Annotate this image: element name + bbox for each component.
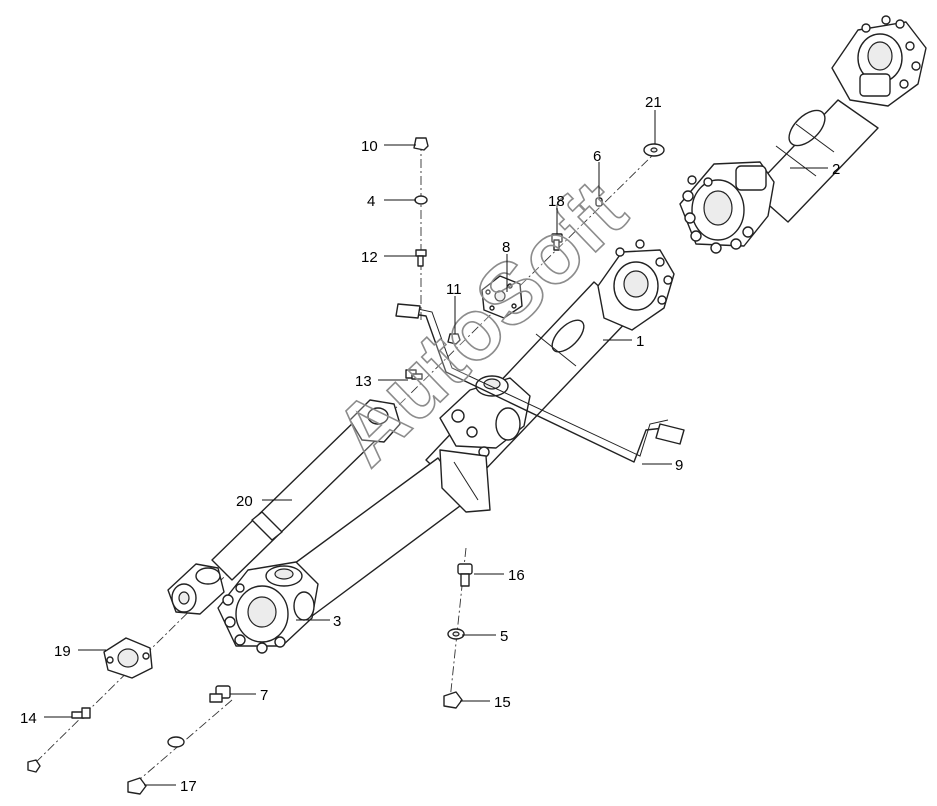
part-2-propeller-shaft <box>679 15 927 254</box>
callout-1: 1 <box>636 333 644 350</box>
part-9-bracket <box>395 303 685 463</box>
callout-20: 20 <box>236 493 253 510</box>
part-1-propeller-shaft <box>425 239 675 495</box>
callout-8: 8 <box>502 239 510 256</box>
callout-18: 18 <box>548 193 565 210</box>
callout-19: 19 <box>54 643 71 660</box>
callout-11: 11 <box>446 281 462 298</box>
callout-9: 9 <box>675 457 683 474</box>
callout-7: 7 <box>260 687 268 704</box>
callout-13: 13 <box>355 373 372 390</box>
callout-3: 3 <box>333 613 341 630</box>
part-3-propeller-shaft <box>217 449 491 654</box>
hardware-parts <box>27 137 665 795</box>
callout-17: 17 <box>180 778 197 795</box>
callout-21: 21 <box>645 94 662 111</box>
callout-10: 10 <box>361 138 378 155</box>
callout-6: 6 <box>593 148 601 165</box>
leader-lines <box>44 110 828 786</box>
callout-14: 14 <box>20 710 37 727</box>
callout-5: 5 <box>500 628 508 645</box>
callout-2: 2 <box>832 161 840 178</box>
callout-15: 15 <box>494 694 511 711</box>
part-20-shaft <box>167 399 401 615</box>
callout-12: 12 <box>361 249 378 266</box>
callout-16: 16 <box>508 567 525 584</box>
callout-labels: 1 2 3 4 5 6 7 8 9 10 11 12 13 14 15 16 1… <box>20 94 840 795</box>
callout-4: 4 <box>367 193 375 210</box>
